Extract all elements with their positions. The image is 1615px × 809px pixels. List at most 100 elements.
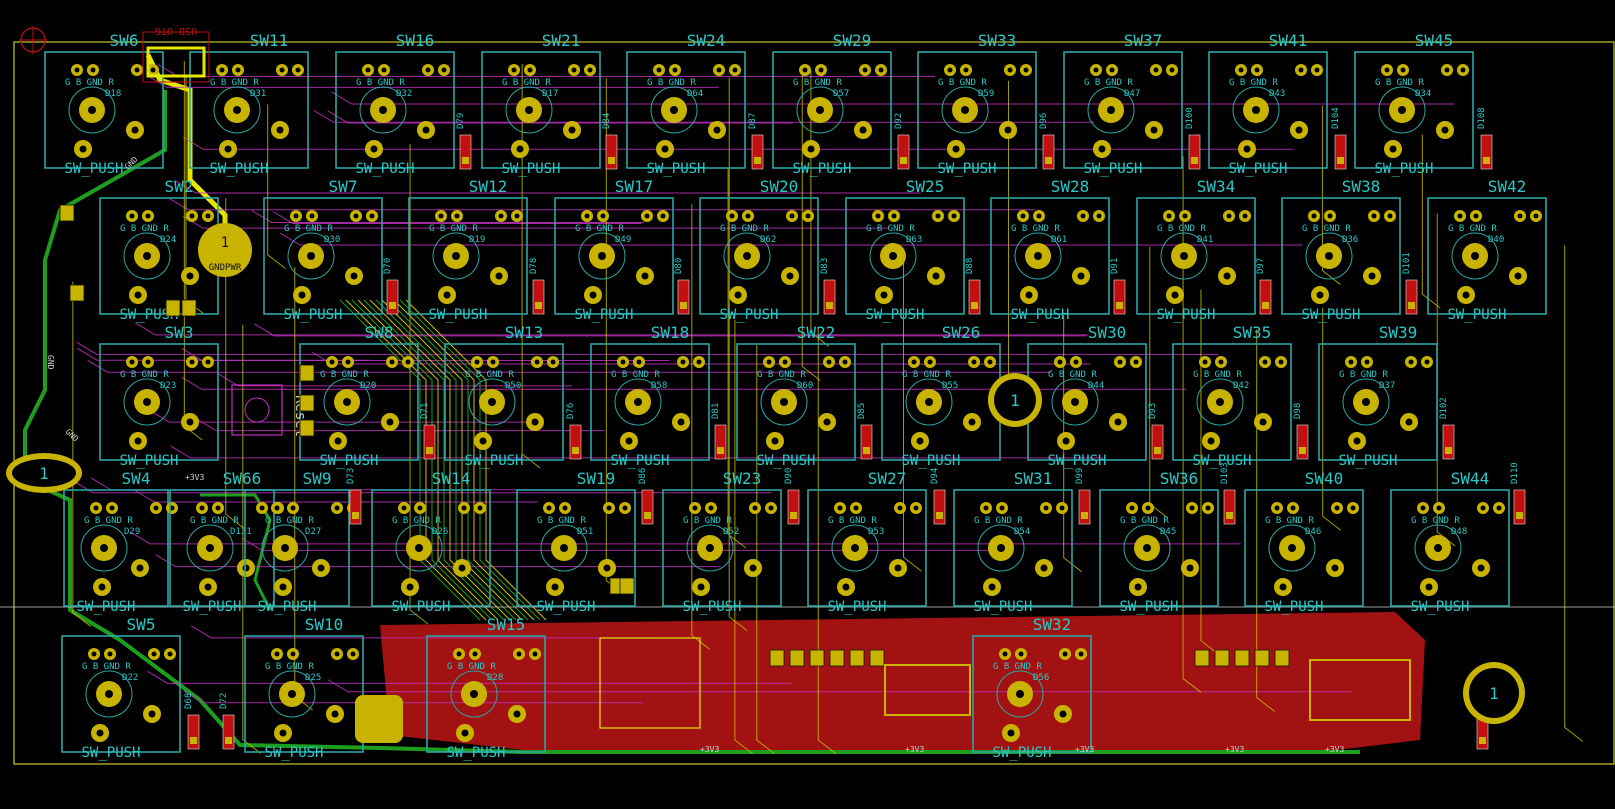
diode-footprint[interactable]: D85	[857, 403, 873, 460]
diode-footprint[interactable]: D79	[456, 113, 472, 170]
pin-hole	[129, 359, 135, 365]
mount-hole-center[interactable]: 1	[988, 373, 1042, 427]
led-hole	[105, 690, 113, 698]
usb-connector[interactable]: USB_OTG	[142, 25, 210, 83]
diode-footprint[interactable]: D97	[1256, 258, 1272, 315]
led-outline	[85, 670, 133, 718]
diode-ref: D31	[250, 89, 266, 99]
diode-footprint[interactable]: D98	[1293, 403, 1309, 460]
diode-footprint[interactable]: D78	[529, 258, 545, 315]
diode-footprint[interactable]: D96	[1039, 113, 1055, 170]
sw-push-label: SW_PUSH	[574, 307, 633, 323]
diode-pad	[1299, 447, 1306, 454]
v33-net-label: +3V3	[1225, 745, 1244, 754]
diode-footprint[interactable]: D108	[1477, 107, 1493, 170]
diode-footprint[interactable]: D72	[219, 693, 235, 750]
diode-label: D84	[602, 113, 612, 129]
signal-trace	[327, 110, 793, 124]
pin-hole	[1078, 651, 1084, 657]
pin-labels: G B GND R	[1084, 78, 1133, 88]
diode-footprint[interactable]: D94	[930, 468, 946, 525]
switch-hole	[1389, 145, 1397, 153]
diode-footprint[interactable]: D90	[784, 468, 800, 525]
diode-footprint[interactable]: D91	[1110, 258, 1126, 315]
diode-footprint[interactable]: D93	[1148, 403, 1164, 460]
diode-footprint[interactable]: D81	[711, 403, 727, 460]
bus-trace	[363, 299, 505, 621]
diode-footprint[interactable]: D68	[184, 693, 200, 750]
switch-hole	[859, 126, 867, 134]
diode-footprint[interactable]: D71	[420, 403, 436, 460]
diode-footprint[interactable]: D73	[346, 468, 362, 525]
led-outline	[1123, 524, 1171, 572]
diode-footprint[interactable]: D80	[674, 258, 690, 315]
diode-footprint[interactable]: D92	[894, 113, 910, 170]
pin-hole	[167, 651, 173, 657]
mount-hole-right[interactable]: 1	[1463, 662, 1525, 724]
diode-footprint[interactable]: D84	[602, 113, 618, 170]
diode-footprint[interactable]: D104	[1331, 107, 1347, 170]
diode-footprint[interactable]: D102	[1439, 397, 1455, 460]
diode-footprint[interactable]: D87	[748, 113, 764, 170]
diode-footprint[interactable]: D88	[965, 258, 981, 315]
diode-body	[1259, 279, 1272, 315]
diode-footprint[interactable]: D86	[638, 468, 654, 525]
diode-footprint[interactable]: D103	[1220, 462, 1236, 525]
diode-footprint[interactable]: D99	[1075, 468, 1091, 525]
switch-hole	[242, 564, 250, 572]
led-hole	[1325, 252, 1333, 260]
diode-footprint[interactable]: D83	[820, 258, 836, 315]
diode-footprint[interactable]: D101	[1402, 252, 1418, 315]
diode-footprint[interactable]: D76	[566, 403, 582, 460]
diode-footprint[interactable]: D100	[1185, 107, 1201, 170]
diode-footprint[interactable]: D70	[383, 258, 399, 315]
mount-hole-left[interactable]: 1	[6, 453, 82, 493]
diode-footprint[interactable]: D110	[1510, 462, 1526, 525]
pin-hole	[1348, 359, 1354, 365]
